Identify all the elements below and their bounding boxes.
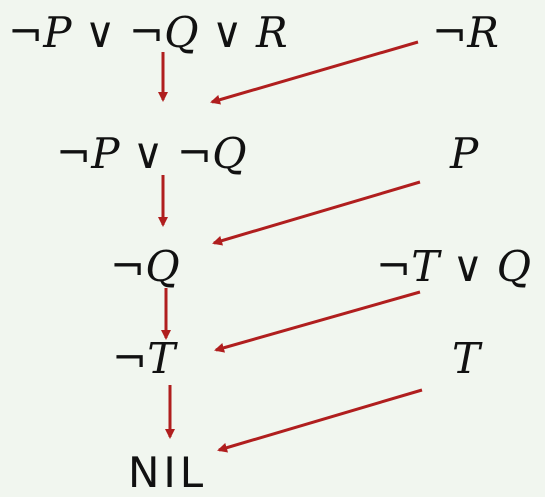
resolve-arrow-1	[210, 40, 419, 105]
clause-not-p-or-not-q: ¬P ∨ ¬Q	[56, 129, 247, 178]
clause-not-t: ¬T	[112, 334, 176, 383]
resolve-arrow-2	[212, 180, 421, 246]
clause-not-t-or-q: ¬T ∨ Q	[376, 242, 532, 291]
clause-t: T	[452, 334, 481, 383]
clause-not-p-or-not-q-or-r: ¬P ∨ ¬Q ∨ R	[8, 8, 288, 57]
clause-nil: NIL	[128, 448, 208, 497]
clause-p: P	[450, 129, 479, 178]
resolve-arrow-4	[217, 388, 423, 453]
clause-not-q: ¬Q	[110, 242, 180, 291]
resolve-arrow-3	[214, 290, 421, 353]
clause-not-r: ¬R	[432, 8, 499, 57]
